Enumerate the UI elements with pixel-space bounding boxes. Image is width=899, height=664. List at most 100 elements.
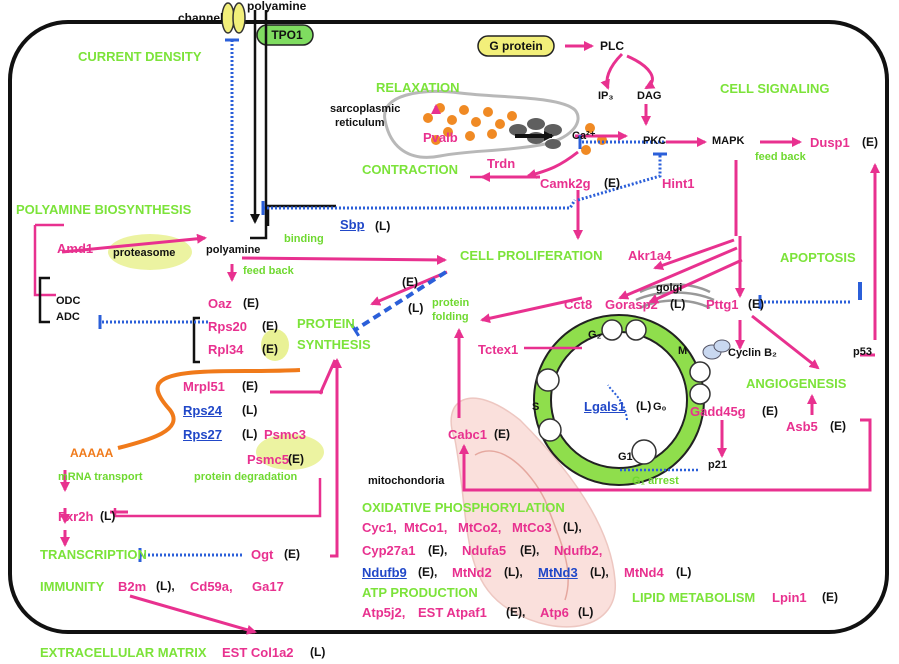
mrpl51-gene: Mrpl51 xyxy=(183,379,225,394)
cell-division-icons xyxy=(536,319,711,465)
lipid-metabolism-label: LIPID METABOLISM xyxy=(632,590,756,605)
mapk-label: MAPK xyxy=(712,135,745,147)
dusp1-gene: Dusp1 xyxy=(810,135,850,150)
s-phase-label: S xyxy=(532,401,540,413)
fxr2h-tag: (L) xyxy=(100,509,116,523)
polya-tail-label: AAAAA xyxy=(70,446,114,460)
col1a2-tag: (L) xyxy=(310,645,326,659)
p21-label: p21 xyxy=(708,459,727,471)
mitochondria-shape xyxy=(450,397,616,628)
odc-label: ODC xyxy=(56,295,81,307)
cd59a-gene: Cd59a, xyxy=(190,579,233,594)
plc-label: PLC xyxy=(600,39,624,53)
camk2g-gene: Camk2g xyxy=(540,176,591,191)
oaz-tag: (E) xyxy=(243,296,259,310)
psmc5-tag: (E) xyxy=(288,452,304,466)
binding-label: binding xyxy=(284,233,324,245)
angiogenesis-label: ANGIOGENESIS xyxy=(746,376,847,391)
relaxation-label: RELAXATION xyxy=(376,80,460,95)
ip3-label: IP₃ xyxy=(598,90,614,102)
col1a2-gene: EST Col1a2 xyxy=(222,645,294,660)
channel-icon xyxy=(221,2,246,34)
g1-arrest-label: G₁ arrest xyxy=(632,475,679,487)
ga17-gene: Ga17 xyxy=(252,579,284,594)
cyclin-b2-shape xyxy=(702,339,731,360)
mrna-strand xyxy=(117,368,301,450)
lgals1-tag: (L) xyxy=(636,399,652,413)
g-protein-shape xyxy=(477,35,555,57)
inhibition-thick xyxy=(349,270,862,337)
protein-degradation-label: protein degradation xyxy=(194,471,298,483)
calcium-particles xyxy=(423,103,607,155)
sarcoplasmic-label: sarcoplasmic xyxy=(330,103,401,115)
mtco3-gene: MtCo3 xyxy=(512,520,552,535)
mtnd3-gene: MtNd3 xyxy=(538,565,578,580)
cabc1-gene: Cabc1 xyxy=(448,427,488,442)
immunity-label: IMMUNITY xyxy=(40,579,105,594)
synthesis-label: SYNTHESIS xyxy=(297,337,371,352)
golgi-label: golgi xyxy=(656,282,683,294)
tpo1-label: TPO1 xyxy=(271,28,303,42)
mtnd4-tag: (L) xyxy=(676,565,692,579)
cyp27a1-gene: Cyp27a1 xyxy=(362,543,416,558)
extracellular-matrix-label: EXTRACELLULAR MATRIX xyxy=(40,645,207,660)
fxr2h-gene: Fxr2h xyxy=(58,509,94,524)
asb5-tag: (E) xyxy=(830,419,846,433)
asb5-gene: Asb5 xyxy=(786,419,818,434)
cell-membrane xyxy=(8,20,889,634)
polyamine-biosynthesis-label: POLYAMINE BIOSYNTHESIS xyxy=(16,202,192,217)
proteasome-shape xyxy=(108,234,192,270)
cell-proliferation-label: CELL PROLIFERATION xyxy=(460,248,603,263)
cyclin-b2-label: Cyclin B₂ xyxy=(728,347,777,359)
trdn-gene: Trdn xyxy=(487,156,516,171)
rps27-tag: (L) xyxy=(242,427,258,441)
calcium-label: Ca²⁺ xyxy=(572,130,596,142)
atp6-tag: (L) xyxy=(578,605,594,619)
ryanodine-receptor-shape xyxy=(509,118,562,149)
mitochondria-label: mitochondoria xyxy=(368,475,445,487)
tctex1-gene: Tctex1 xyxy=(478,342,519,357)
cyp27a1-tag: (E), xyxy=(428,543,448,557)
protein-folding-label-2: folding xyxy=(432,311,469,323)
b2m-tag: (L), xyxy=(156,579,175,593)
pttg1-tag: (E) xyxy=(748,297,764,311)
psmc-shape xyxy=(256,434,324,470)
ndufa5-gene: Ndufa5 xyxy=(462,543,507,558)
mtnd2-tag: (L), xyxy=(504,565,523,579)
pttg1-gene: Pttg1 xyxy=(706,297,739,312)
activation-arrows xyxy=(33,41,880,635)
rpl34-tag: (E) xyxy=(262,342,278,356)
rps27-gene: Rps27 xyxy=(183,427,223,442)
psmc5-gene: Psmc5 xyxy=(247,452,289,467)
transport-arrows xyxy=(38,10,554,364)
p53-label: p53 xyxy=(853,346,872,358)
g0-label: G₀ xyxy=(653,401,667,413)
atp5j2-gene: Atp5j2, xyxy=(362,605,406,620)
amd1-gene: Amd1 xyxy=(57,241,94,256)
mtnd4-gene: MtNd4 xyxy=(624,565,664,580)
lpin1-tag: (E) xyxy=(822,590,838,604)
dag-label: DAG xyxy=(637,90,662,102)
atpaf1-tag: (E), xyxy=(506,605,526,619)
ndufb9-gene: Ndufb9 xyxy=(362,565,407,580)
golgi-shape xyxy=(635,283,715,310)
feed-back-label: feed back xyxy=(243,265,294,277)
cct8-gene: Cct8 xyxy=(564,297,593,312)
polyamine-label-top: polyamine xyxy=(247,0,307,13)
ndufb2-gene: Ndufb2, xyxy=(554,543,603,558)
lgals1-gene: Lgals1 xyxy=(584,399,626,414)
mrpl51-tag: (E) xyxy=(242,379,258,393)
polyamine-label: polyamine xyxy=(206,244,261,256)
atp6-gene: Atp6 xyxy=(540,605,569,620)
apoptosis-label: APOPTOSIS xyxy=(780,250,856,265)
mtco1-gene: MtCo1, xyxy=(404,520,448,535)
ogt-tag: (E) xyxy=(284,547,300,561)
dusp1-tag: (E) xyxy=(862,135,878,149)
protein-folding-label-1: protein xyxy=(432,297,470,309)
g1-label: G1 xyxy=(618,451,633,463)
b2m-gene: B2m xyxy=(118,579,147,594)
rps20-tag: (E) xyxy=(262,319,278,333)
gorasp2-tag: (L) xyxy=(670,297,686,311)
rps24-gene: Rps24 xyxy=(183,403,223,418)
